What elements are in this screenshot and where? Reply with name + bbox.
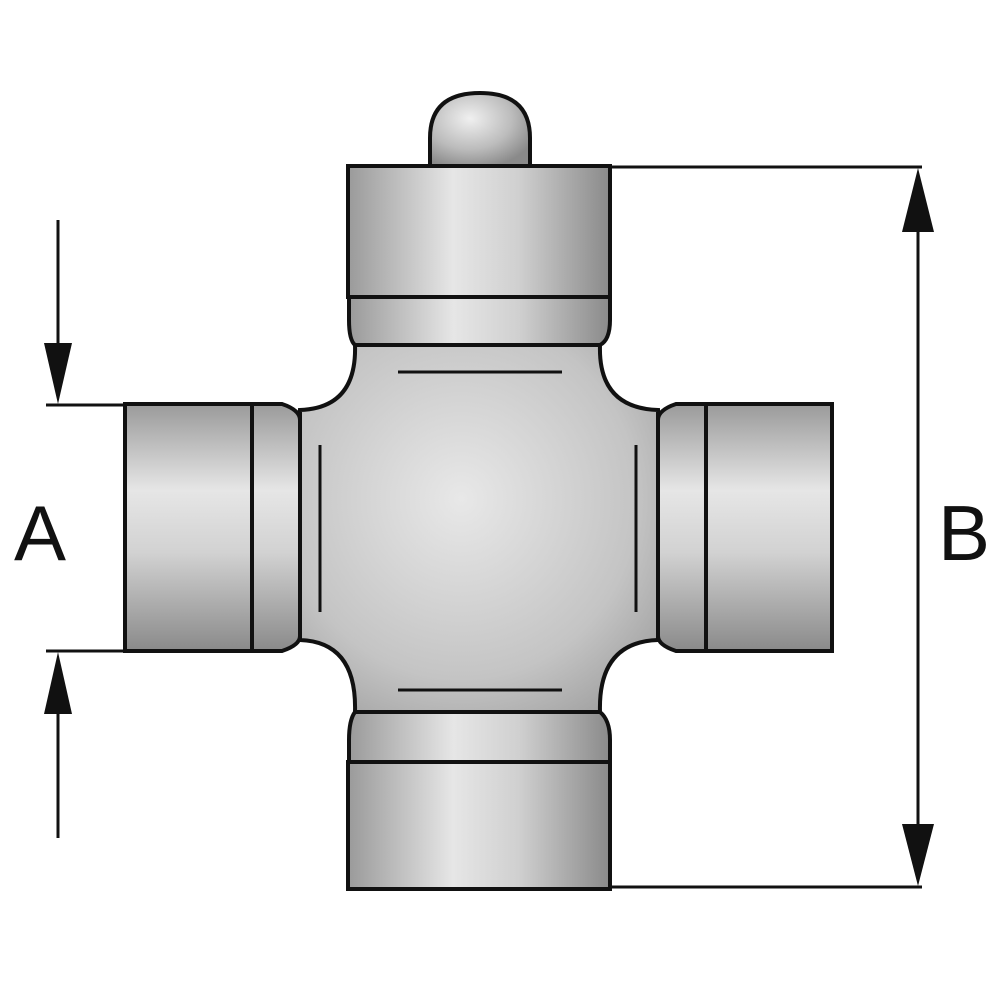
top-cap-ring: [347, 295, 612, 347]
grease-nipple: [428, 90, 532, 168]
bottom-bearing-cap: [346, 760, 612, 891]
right-cap-ring: [656, 402, 708, 653]
dimension-label-a: A: [14, 489, 67, 577]
dim-a-arrowhead-bottom: [44, 652, 72, 714]
dim-b-arrowhead-top: [902, 168, 934, 232]
bottom-cap-ring: [347, 710, 612, 764]
dim-a-arrowhead-top: [44, 343, 72, 404]
top-bearing-cap: [346, 164, 612, 299]
cross-body: [298, 343, 660, 714]
right-bearing-cap: [704, 402, 834, 653]
dim-b-arrowhead-bottom: [902, 824, 934, 886]
left-cap-ring: [250, 402, 302, 653]
left-bearing-cap: [123, 402, 254, 653]
dimension-label-b: B: [938, 489, 991, 577]
